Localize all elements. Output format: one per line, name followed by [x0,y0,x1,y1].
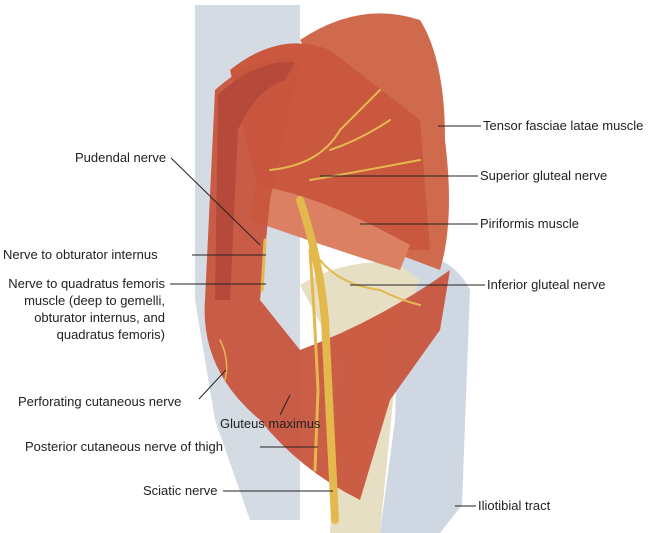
posterior-cutaneous-nerve-path [308,248,320,472]
leader-lines [170,125,485,507]
leader-line [170,157,261,246]
inferior-gluteal-nerve-path [319,259,421,306]
pudendal-nerve-path [260,238,267,292]
label-tensor-fasciae-latae: Tensor fasciae latae muscle [483,118,644,133]
piriformis-muscle [250,185,410,270]
label-iliotibial-tract: Iliotibial tract [478,498,551,513]
label-gluteus-maximus: Gluteus maximus [220,416,321,431]
leader-line [279,394,291,416]
label-sciatic-nerve: Sciatic nerve [143,483,218,498]
sciatic-nerve-path [296,196,339,524]
label-line: Nerve to quadratus femoris [8,276,165,291]
label-nerve-to-quadratus-femoris: Nerve to quadratus femoris muscle (deep … [8,275,165,343]
perforating-nerve-path [219,339,228,381]
label-posterior-cutaneous-nerve: Posterior cutaneous nerve of thigh [25,439,224,454]
gluteus-maximus [204,58,450,500]
label-perforating-cutaneous-nerve: Perforating cutaneous nerve [18,394,182,409]
label-line: quadratus femoris) [56,327,165,342]
label-nerve-to-obturator-internus: Nerve to obturator internus [3,247,158,262]
label-piriformis-muscle: Piriformis muscle [480,216,579,231]
superior-gluteal-nerve-path [269,89,421,181]
label-superior-gluteal-nerve: Superior gluteal nerve [480,168,608,183]
label-inferior-gluteal-nerve: Inferior gluteal nerve [487,277,606,292]
gluteus-maximus-cut-edge [215,61,295,300]
label-line: obturator internus, and [34,310,165,325]
leader-line [198,369,227,400]
label-pudendal-nerve: Pudendal nerve [75,150,167,165]
nerves [219,89,421,524]
label-line: muscle (deep to gemelli, [24,293,165,308]
